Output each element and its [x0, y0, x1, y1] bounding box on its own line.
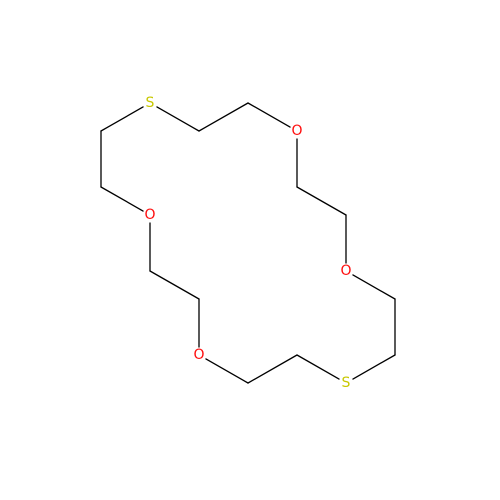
atom-label-oxygen-left: O — [144, 207, 155, 223]
bond-line — [156, 106, 200, 132]
atom-label-sulfur-bottom: S — [342, 375, 351, 391]
bond-line — [149, 270, 200, 300]
bond-line — [296, 186, 347, 216]
bond-line — [100, 186, 144, 212]
atom-label-sulfur-top: S — [146, 95, 155, 111]
atom-label-oxygen-upper-right: O — [291, 123, 302, 139]
bond-line — [352, 274, 396, 300]
atom-label-oxygen-bottom-left: O — [193, 347, 204, 363]
bond-line — [296, 354, 340, 380]
bond-line — [247, 354, 298, 384]
atom-label-oxygen-right: O — [340, 263, 351, 279]
bond-line — [100, 106, 144, 132]
bond-line — [247, 102, 291, 128]
bond-line — [198, 102, 249, 132]
atom-label-group: S O O S O O — [144, 95, 351, 391]
bond-line — [205, 358, 249, 384]
bond-line — [352, 354, 396, 380]
bond-group — [100, 102, 396, 384]
